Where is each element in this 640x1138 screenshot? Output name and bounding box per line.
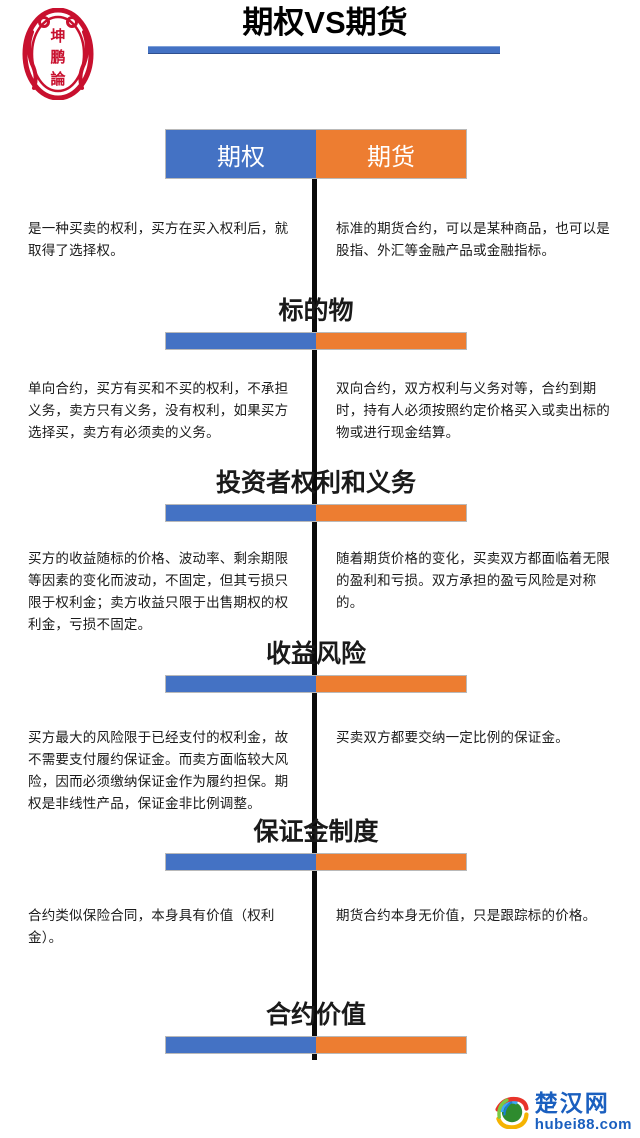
section-2-left-text: 单向合约，买方有买和不买的权利，不承担义务，卖方只有义务，没有权利，如果买方选择… — [28, 381, 289, 440]
seal-char-3: 論 — [50, 70, 66, 88]
page-title-block: 期权VS期货 — [140, 4, 510, 54]
section-3-heading: 收益风险 — [265, 640, 366, 668]
section-4-left-text: 买方最大的风险限于已经支付的权利金，故不需要支付履约保证金。而卖方面临较大风险，… — [28, 730, 289, 811]
section-1-divider-bar — [165, 332, 467, 350]
section-5-right-text: 期货合约本身无价值，只是跟踪标的价格。 — [336, 908, 597, 923]
watermark-site-url: hubei88.com — [534, 1116, 632, 1133]
divider-half-options — [166, 676, 316, 692]
section-4-right-text: 买卖双方都要交纳一定比例的保证金。 — [336, 730, 569, 745]
section-5-heading: 合约价值 — [265, 1001, 366, 1029]
section-5-left-text: 合约类似保险合同，本身具有价值（权利金）。 — [28, 908, 275, 945]
seal-char-1: 坤 — [50, 27, 65, 45]
column-header-futures: 期货 — [316, 130, 466, 178]
divider-half-options — [166, 1037, 316, 1053]
section-3-left-text: 买方的收益随标的价格、波动率、剩余期限等因素的变化而波动，不固定，但其亏损只限于… — [28, 551, 289, 632]
divider-half-futures — [316, 854, 466, 870]
section-2-heading: 投资者权利和义务 — [215, 469, 416, 497]
watermark-text: 楚汉网 hubei88.com — [534, 1090, 632, 1133]
section-1-left-text: 是一种买卖的权利，买方在买入权利后，就取得了选择权。 — [28, 221, 289, 258]
seal-char-2: 鹏 — [50, 48, 65, 66]
comparison-header-bar: 期权 期货 — [165, 129, 467, 179]
divider-half-futures — [316, 1037, 466, 1053]
section-1-right-text: 标准的期货合约，可以是某种商品，也可以是股指、外汇等金融产品或金融指标。 — [336, 221, 610, 258]
kunpenglun-seal-logo: 坤 鹏 論 — [22, 8, 94, 100]
divider-half-futures — [316, 676, 466, 692]
section-2-right-text: 双向合约，双方权利与义务对等，合约到期时，持有人必须按照约定价格买入或卖出标的物… — [336, 381, 610, 440]
globe-icon — [495, 1096, 529, 1129]
divider-half-futures — [316, 333, 466, 349]
section-1-heading: 标的物 — [278, 297, 354, 325]
title-underline-rule — [148, 46, 500, 54]
section-3-divider-bar — [165, 675, 467, 693]
section-4-divider-bar — [165, 853, 467, 871]
divider-half-options — [166, 505, 316, 521]
center-divider-line — [312, 170, 317, 1060]
watermark-site-name: 楚汉网 — [534, 1090, 610, 1116]
section-5-divider-bar — [165, 1036, 467, 1054]
site-watermark: 楚汉网 hubei88.com — [495, 1092, 632, 1132]
section-2-divider-bar — [165, 504, 467, 522]
section-3-right-text: 随着期货价格的变化，买卖双方都面临着无限的盈利和亏损。双方承担的盈亏风险是对称的… — [336, 551, 610, 610]
section-4-heading: 保证金制度 — [253, 818, 379, 846]
divider-half-options — [166, 333, 316, 349]
divider-half-futures — [316, 505, 466, 521]
column-header-options: 期权 — [166, 130, 316, 178]
divider-half-options — [166, 854, 316, 870]
page-title: 期权VS期货 — [242, 5, 408, 40]
